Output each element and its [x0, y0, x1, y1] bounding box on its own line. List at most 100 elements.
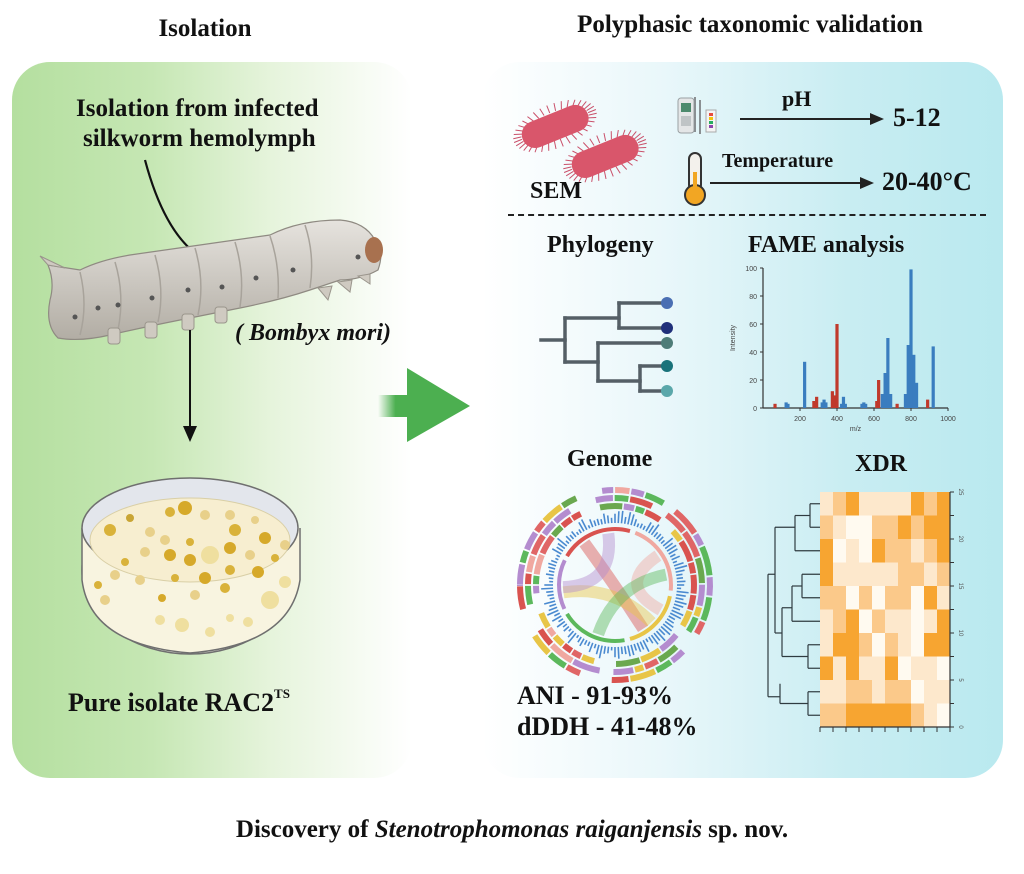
fame-bar-blue — [864, 403, 868, 408]
circos-ring-segment — [533, 585, 540, 594]
circos-histogram-bar — [558, 618, 564, 623]
heatmap-cell — [924, 656, 938, 681]
circos-histogram-bar — [551, 548, 562, 555]
fame-bar-blue — [889, 394, 893, 408]
phylogeny-leaf-5 — [661, 385, 673, 397]
circos-histogram-bar — [549, 603, 557, 608]
heatmap-cell — [937, 609, 951, 634]
heatmap-cell — [820, 515, 834, 540]
heatmap-cell — [859, 703, 873, 728]
fame-bar-blue — [909, 269, 913, 408]
circos-ring-segment — [613, 667, 634, 675]
circos-histogram-bar — [548, 570, 555, 573]
heatmap-cell — [898, 539, 912, 563]
circos-histogram-bar — [671, 555, 681, 561]
heatmap-cell — [885, 586, 899, 610]
fame-bar-blue — [912, 354, 916, 408]
circos-histogram-bar — [575, 531, 580, 536]
heatmap-cell — [859, 609, 873, 634]
circos-histogram-bar — [588, 642, 594, 653]
circos-histogram-bar — [550, 559, 558, 564]
heatmap-cell — [898, 515, 912, 540]
circos-ribbon — [592, 568, 668, 637]
circos-ring-segment — [680, 610, 693, 628]
heatmap-cell — [859, 562, 873, 587]
circos-ribbon — [562, 532, 616, 594]
fame-x-tick-label: 1000 — [940, 416, 956, 423]
ph-arrow-icon — [740, 113, 884, 125]
heatmap-cell — [937, 680, 951, 704]
fame-bar-blue — [803, 361, 807, 408]
heatmap-cell — [833, 515, 847, 540]
heatmap-cell — [872, 609, 886, 634]
circos-ring-segment — [552, 634, 565, 647]
heatmap-cell — [833, 539, 847, 563]
fame-bar-blue — [906, 345, 910, 408]
circos-histogram-bar — [639, 523, 644, 529]
heatmap-cell — [911, 586, 925, 610]
footer-species: Stenotrophomonas raiganjensis — [374, 816, 702, 843]
heatmap-cell — [820, 703, 834, 728]
circos-histogram-bar — [664, 620, 674, 628]
phylogeny-leaf-1 — [661, 297, 673, 309]
ph-label: pH — [782, 86, 812, 111]
circos-ring-segment — [517, 586, 527, 610]
circos-ring-segment — [630, 488, 645, 498]
circos-ring-segment — [700, 596, 713, 622]
heatmap-cell — [911, 633, 925, 657]
circos-ring-segment — [560, 516, 573, 529]
circos-histogram-bar — [569, 534, 575, 540]
circos-inner-arc — [557, 559, 567, 610]
heatmap-cell — [820, 586, 834, 610]
fame-bar-blue — [931, 346, 935, 408]
fame-bar-blue — [903, 394, 908, 408]
heatmap-cell — [846, 680, 860, 704]
circos-ring-segment — [693, 606, 703, 618]
silkworm-icon — [39, 219, 383, 345]
circos-histogram-bar — [674, 564, 688, 570]
footer-caption: Discovery of Stenotrophomonas raiganjens… — [0, 816, 1024, 844]
circos-histogram-bar — [642, 639, 650, 652]
heatmap-cell — [846, 515, 860, 540]
heatmap-cell — [937, 492, 951, 516]
heatmap-y-tick-label: 15 — [957, 583, 963, 590]
heatmap-cell — [911, 609, 925, 634]
fame-bar-red — [833, 395, 837, 408]
heatmap-cell — [937, 539, 951, 563]
heatmap-cell — [937, 515, 951, 540]
circos-histogram-bar — [639, 641, 645, 650]
heatmap-cell — [885, 680, 899, 704]
temperature-arrow-icon — [710, 177, 874, 189]
fame-label: FAME analysis — [748, 232, 905, 258]
circos-histogram-bar — [676, 593, 686, 597]
heatmap-cell — [937, 703, 951, 728]
heatmap-cell — [859, 492, 873, 516]
heatmap-cell — [872, 633, 886, 657]
circos-histogram-bar — [636, 642, 642, 653]
circos-histogram-bar — [666, 618, 675, 624]
down-arrow-icon — [183, 330, 197, 442]
circos-histogram-bar — [593, 520, 597, 527]
circos-ring-segment — [530, 533, 546, 556]
fame-bar-red — [830, 391, 834, 408]
circos-histogram-bar — [636, 523, 640, 528]
fame-bar-blue — [914, 382, 919, 408]
circos-ring-segment — [553, 508, 572, 524]
circos-histogram-bar — [568, 628, 572, 632]
circos-histogram-bar — [554, 612, 561, 617]
circos-histogram-bar — [620, 646, 624, 655]
heatmap-cell — [911, 515, 925, 540]
circos-ring-segment — [614, 495, 629, 502]
circos-histogram-bar — [587, 641, 591, 647]
phylogeny-leaf-2 — [661, 322, 673, 334]
circos-ring-segment — [644, 509, 662, 523]
ph-value: 5-12 — [893, 103, 941, 132]
heatmap-y-tick-label: 5 — [957, 678, 963, 682]
circos-histogram-bar — [598, 645, 603, 659]
circos-ring-segment — [542, 504, 563, 524]
fame-x-tick-label: 200 — [794, 416, 806, 423]
heatmap-cell — [911, 492, 925, 516]
circos-histogram-bar — [630, 514, 635, 526]
circos-histogram-bar — [673, 603, 684, 608]
circos-ring-segment — [659, 633, 679, 652]
